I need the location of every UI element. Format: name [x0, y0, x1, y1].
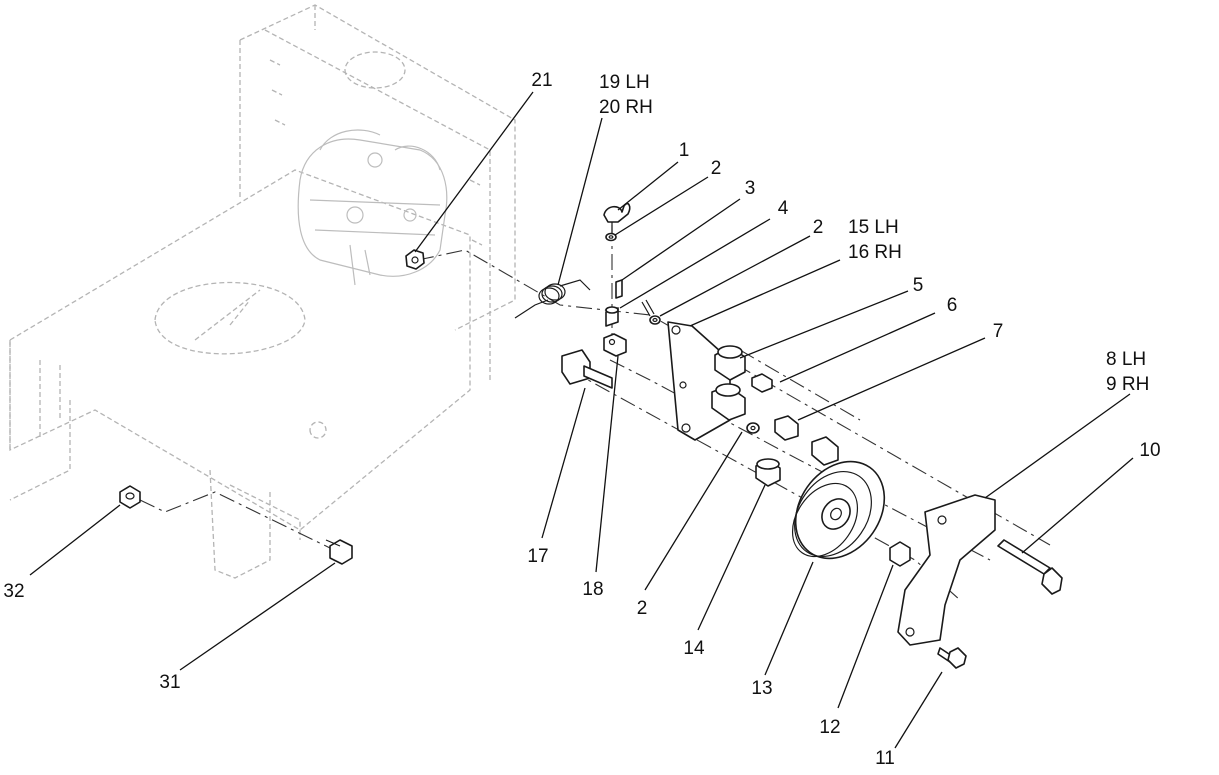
- part-10-bolt: [997, 539, 1063, 595]
- part-11-bolt: [937, 647, 967, 669]
- part-2-washer-mid: [649, 315, 661, 325]
- part-18-pivot-block: [603, 333, 627, 357]
- part-spacer-arm-lower: [711, 383, 746, 421]
- part-31-bolt: [325, 539, 353, 565]
- callout-32: 32: [3, 581, 24, 602]
- leader-lines: [29, 91, 1134, 749]
- callout-8: 8 LH: [1106, 349, 1146, 370]
- callout-9: 9 RH: [1106, 374, 1149, 395]
- part-7-spacer-b: [811, 436, 839, 466]
- callout-16: 16 RH: [848, 242, 902, 263]
- callout-10: 10: [1139, 440, 1160, 461]
- part-5-spacer: [714, 345, 746, 381]
- callout-2-upper: 2: [711, 158, 722, 179]
- part-21-nut: [405, 249, 425, 270]
- part-8-9-bracket: [897, 494, 996, 646]
- chassis-frame-ghost: [9, 4, 516, 579]
- part-15-16-idler-arm: [667, 321, 731, 441]
- part-13-pulley: [791, 460, 886, 560]
- callout-14: 14: [683, 638, 705, 659]
- part-7-spacer: [774, 415, 799, 441]
- part-17-bolt: [561, 349, 613, 389]
- part-6-pin: [751, 373, 773, 393]
- part-19-20-torsion-spring: [514, 279, 591, 319]
- part-15-16-clip: [641, 299, 655, 317]
- callout-4: 4: [778, 198, 789, 219]
- callout-2-lower: 2: [637, 598, 648, 619]
- callout-20: 20 RH: [599, 97, 653, 118]
- callout-labels: 21 19 LH 20 RH 1 2 3 4 2 15 LH 16 RH 5 6…: [3, 70, 1160, 769]
- part-2-washer-lower: [746, 422, 760, 434]
- callout-5: 5: [913, 275, 924, 296]
- callout-12: 12: [819, 717, 840, 738]
- callout-6: 6: [947, 295, 958, 316]
- part-4-bushing: [605, 306, 619, 327]
- callout-15: 15 LH: [848, 217, 899, 238]
- callout-7: 7: [993, 321, 1004, 342]
- part-1-knob: [603, 202, 631, 235]
- callout-3: 3: [745, 178, 756, 199]
- part-3-spring-pin: [615, 279, 623, 299]
- callout-18: 18: [582, 579, 603, 600]
- part-32-nut: [119, 485, 141, 509]
- callout-21: 21: [531, 70, 552, 91]
- callout-1: 1: [679, 140, 690, 161]
- part-2-washer-upper: [605, 232, 617, 242]
- callout-2-mid: 2: [813, 217, 824, 238]
- callout-19: 19 LH: [599, 72, 650, 93]
- callout-17: 17: [527, 546, 548, 567]
- callout-11: 11: [875, 748, 895, 769]
- part-12-nut: [889, 541, 911, 567]
- callout-31: 31: [159, 672, 180, 693]
- callout-13: 13: [751, 678, 772, 699]
- part-14-bushing: [755, 458, 781, 487]
